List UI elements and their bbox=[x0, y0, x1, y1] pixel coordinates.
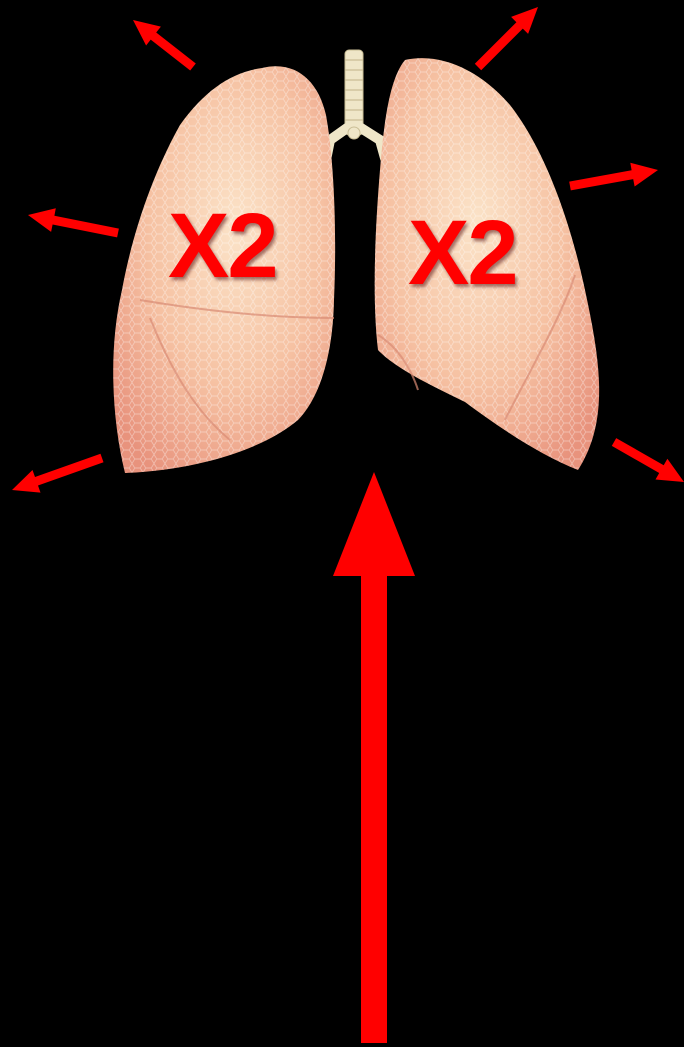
arrow-lower-left-icon bbox=[12, 454, 104, 493]
expansion-arrows bbox=[12, 7, 684, 1043]
arrow-diaphragm-icon bbox=[333, 472, 415, 1043]
arrow-mid-left-icon bbox=[28, 208, 119, 237]
arrow-lower-right-icon bbox=[612, 438, 684, 482]
trachea-icon bbox=[326, 50, 385, 160]
arrow-upper-right-icon bbox=[475, 7, 538, 70]
arrow-mid-right-icon bbox=[569, 163, 658, 191]
right-lung-multiplier-label: X2 bbox=[408, 207, 517, 299]
left-lung-multiplier-label: X2 bbox=[168, 200, 277, 292]
arrow-upper-left-icon bbox=[133, 20, 196, 71]
